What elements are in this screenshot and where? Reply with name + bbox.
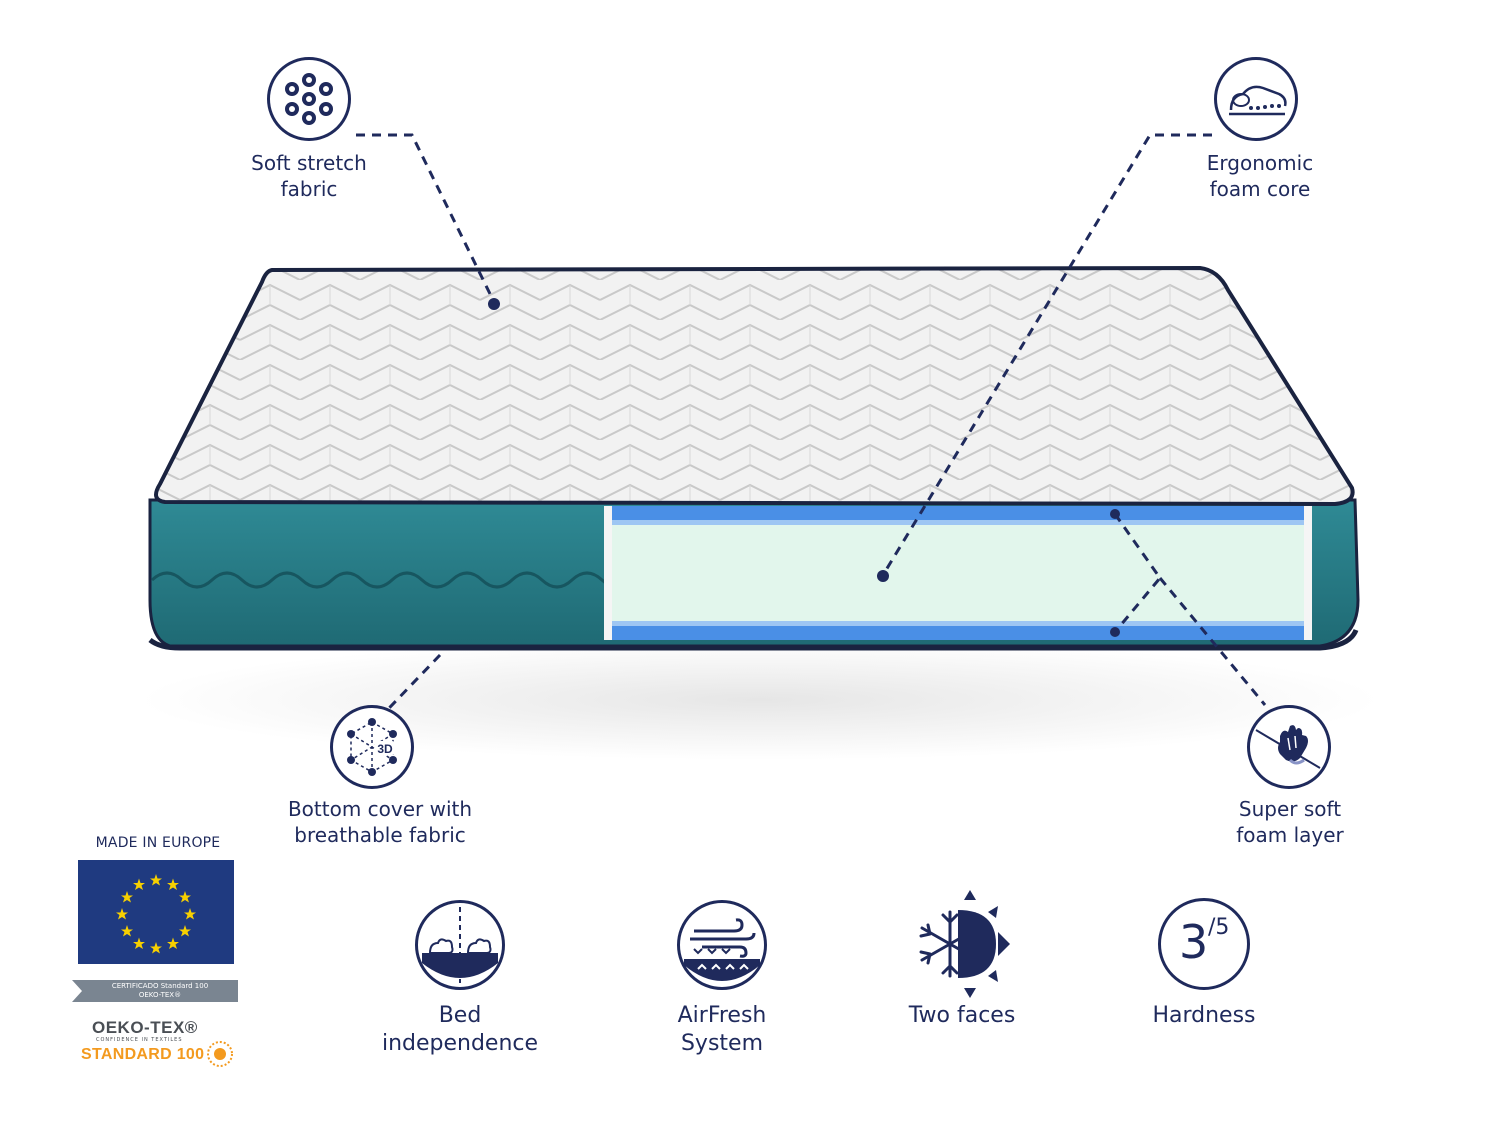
airfresh-label: AirFresh System — [622, 1002, 822, 1058]
made-in-europe-text: MADE IN EUROPE — [95, 835, 221, 851]
hardness-value: 3 — [1179, 915, 1209, 969]
eu-stars — [116, 874, 196, 954]
bottom-cover-line1: Bottom cover with — [287, 797, 473, 821]
super-soft-line1: Super soft — [1238, 797, 1342, 821]
soft-stretch-line2: fabric — [280, 177, 338, 201]
airfresh-line1: AirFresh — [677, 1003, 767, 1028]
super-soft-label: Super soft foam layer — [1200, 796, 1380, 848]
ergonomic-line1: Ergonomic — [1206, 151, 1314, 175]
bed-independence-icon — [415, 900, 505, 990]
bottom-cover-label: Bottom cover with breathable fabric — [260, 796, 500, 848]
3d-badge: 3D — [377, 742, 393, 756]
oeko-tex-logo-icon — [206, 1040, 234, 1068]
bed-independence-line2: independence — [381, 1031, 539, 1056]
two-faces-icon — [910, 888, 1016, 1000]
soft-stretch-label: Soft stretch fabric — [219, 150, 399, 202]
airfresh-icon — [677, 900, 767, 990]
bed-independence-line1: Bed — [438, 1003, 482, 1028]
super-soft-line2: foam layer — [1236, 823, 1344, 847]
two-faces-label: Two faces — [862, 1002, 1062, 1030]
ribbon-line1: CERTIFICADO Standard 100 — [111, 982, 209, 990]
hardness-icon: 3 /5 — [1158, 898, 1250, 990]
soft-stretch-line1: Soft stretch — [251, 151, 367, 175]
body-foam-icon — [1214, 57, 1298, 141]
3d-mesh-icon: 3D — [330, 705, 414, 789]
hardness-scale: /5 — [1208, 915, 1230, 940]
ribbon-line2: OEKO-TEX® — [138, 991, 182, 999]
bottom-cover-line2: breathable fabric — [294, 823, 466, 847]
bed-independence-label: Bed independence — [360, 1002, 560, 1058]
hardness-line1: Hardness — [1152, 1003, 1256, 1028]
ergonomic-line2: foam core — [1209, 177, 1311, 201]
oeko-tex-subtitle: CONFIDENCE IN TEXTILES — [96, 1037, 183, 1043]
hardness-label: Hardness — [1104, 1002, 1304, 1030]
circles-fabric-icon — [267, 57, 351, 141]
oeko-tex-title: OEKO-TEX® — [92, 1018, 198, 1037]
hand-press-icon — [1247, 705, 1331, 789]
certificate-ribbon: CERTIFICADO Standard 100 OEKO-TEX® — [72, 980, 238, 1002]
ergonomic-label: Ergonomic foam core — [1170, 150, 1350, 202]
airfresh-line2: System — [680, 1031, 764, 1056]
eu-flag-icon — [78, 860, 234, 964]
two-faces-line1: Two faces — [908, 1003, 1016, 1028]
oeko-tex-standard: STANDARD 100 — [81, 1046, 205, 1063]
